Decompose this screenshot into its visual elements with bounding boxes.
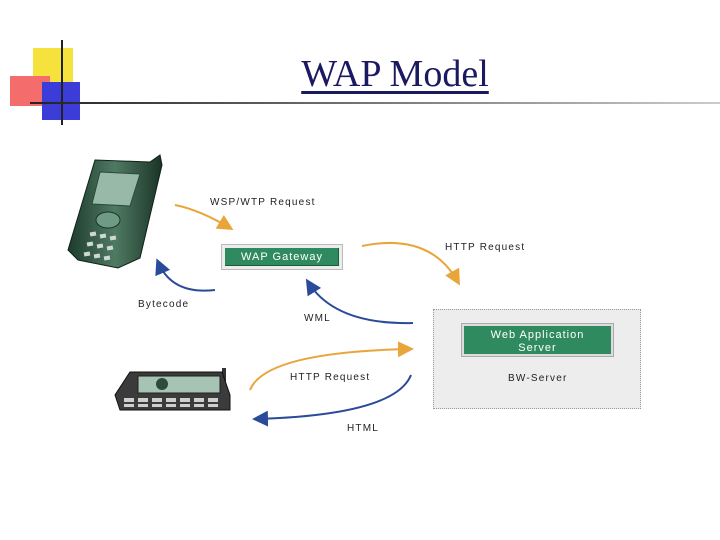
web-application-server-label-line1: Web Application	[490, 329, 585, 341]
arrow-http-request-to-server	[361, 242, 460, 286]
wap-gateway-label: WAP Gateway	[225, 248, 339, 266]
decor-vertical-line	[61, 40, 63, 125]
label-wml: WML	[304, 313, 331, 324]
label-html: HTML	[347, 423, 380, 434]
decor-horizontal-line	[30, 102, 720, 104]
label-http-request-bottom: HTTP Request	[290, 372, 371, 383]
arrow-html	[252, 374, 412, 427]
arrow-wml	[305, 278, 414, 325]
communicator-device-icon	[114, 368, 231, 411]
arrow-http-request-from-device	[249, 341, 414, 391]
wap-gateway-node: WAP Gateway	[221, 244, 343, 270]
web-application-server-node: Web Application Server	[461, 323, 614, 357]
label-bytecode: Bytecode	[138, 299, 190, 310]
label-http-request-top: HTTP Request	[445, 242, 526, 253]
slide-title: WAP Model	[301, 53, 489, 95]
arrow-bytecode	[155, 258, 216, 292]
mobile-phone-icon	[67, 154, 163, 269]
label-bw-server: BW-Server	[508, 373, 568, 384]
arrow-wsp-wtp-request	[174, 204, 234, 231]
web-application-server-label-line2: Server	[518, 342, 557, 354]
label-wsp-wtp-request: WSP/WTP Request	[210, 197, 316, 208]
